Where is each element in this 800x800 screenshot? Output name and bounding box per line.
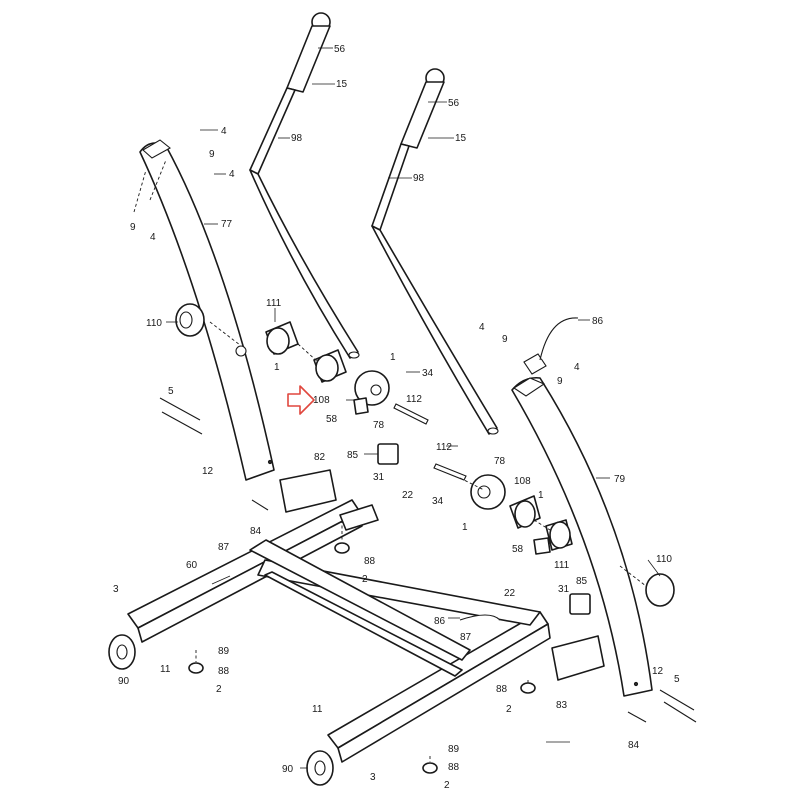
callout-12-right: 12 [652,666,664,677]
callout-110-left: 110 [146,318,162,329]
callout-labels: 56 15 98 56 15 98 4 9 4 9 4 77 110 111 1… [113,44,680,791]
callout-11-left: 11 [160,664,171,675]
callout-31-left: 31 [373,472,385,483]
callout-12-left: 12 [202,466,214,477]
callout-31-right: 31 [558,584,570,595]
callout-5-right: 5 [674,674,680,685]
callout-89-left: 89 [218,646,230,657]
callout-86-bottom: 86 [434,616,446,627]
callout-4-b: 4 [229,169,235,180]
callout-90-left: 90 [118,676,130,687]
callout-1-a: 1 [274,362,280,373]
callout-34-left: 34 [422,368,434,379]
callout-83: 83 [556,700,568,711]
right-pivot-assembly [433,463,573,555]
callout-110-right: 110 [656,554,672,565]
callout-9-c: 9 [502,334,508,345]
callout-85-left: 85 [347,450,359,461]
callout-108-left: 108 [313,395,330,406]
callout-111-left: 111 [266,298,282,309]
callout-2-c: 2 [506,704,512,715]
callout-58-right: 58 [512,544,524,555]
callout-84-left: 84 [250,526,262,537]
callout-9-a: 9 [209,149,215,160]
callout-11-right: 11 [312,704,323,715]
callout-9-d: 9 [557,376,563,387]
callout-5-left: 5 [168,386,174,397]
callout-88-a: 88 [364,556,376,567]
callout-87-left: 87 [218,542,230,553]
callout-79: 79 [614,474,626,485]
callout-15-right: 15 [455,133,467,144]
callout-85-right: 85 [576,576,588,587]
callout-98-right: 98 [413,173,425,184]
callout-2-b: 2 [216,684,222,695]
callout-58-left: 58 [326,414,338,425]
callout-3-right: 3 [370,772,376,783]
callout-78-right: 78 [494,456,506,467]
callout-2-d: 2 [444,780,450,791]
callout-98-left: 98 [291,133,303,144]
misc-parts [108,303,697,786]
assembly-lines [133,159,647,762]
callout-15-left: 15 [336,79,348,90]
callout-84-right: 84 [628,740,640,751]
callout-112-left: 112 [406,394,422,405]
callout-1-c: 1 [462,522,468,533]
callout-2-a: 2 [362,574,368,585]
callout-1-b: 1 [390,352,396,363]
callout-56-left: 56 [334,44,346,55]
callout-112-right: 112 [436,442,452,453]
callout-77: 77 [221,219,233,230]
callout-88-d: 88 [448,762,460,773]
right-upright [511,353,653,697]
left-upright [139,139,275,481]
left-handlebar [249,12,360,359]
callout-22-right: 22 [504,588,516,599]
callout-4-d: 4 [479,322,485,333]
callout-111-right: 111 [554,560,570,571]
callout-86-top: 86 [592,316,604,327]
callout-3-left: 3 [113,584,119,595]
highlight-arrow-icon [287,385,315,415]
callout-88-b: 88 [218,666,230,677]
callout-1-d: 1 [538,490,544,501]
leader-lines [166,47,661,769]
callout-56-right: 56 [448,98,460,109]
callout-9-b: 9 [130,222,136,233]
callout-60: 60 [186,560,198,571]
callout-108-right: 108 [514,476,531,487]
left-pivot-assembly [265,321,429,425]
callout-87-right: 87 [460,632,472,643]
callout-82: 82 [314,452,326,463]
callout-89-right: 89 [448,744,460,755]
callout-90-right: 90 [282,764,294,775]
callout-22-left: 22 [402,490,414,501]
base-frame [127,499,551,763]
callout-88-c: 88 [496,684,508,695]
callout-78-left: 78 [373,420,385,431]
callout-34-right: 34 [432,496,444,507]
callout-4-a: 4 [221,126,227,137]
right-handlebar [371,68,499,435]
callout-4-c: 4 [150,232,156,243]
callout-4-e: 4 [574,362,580,373]
